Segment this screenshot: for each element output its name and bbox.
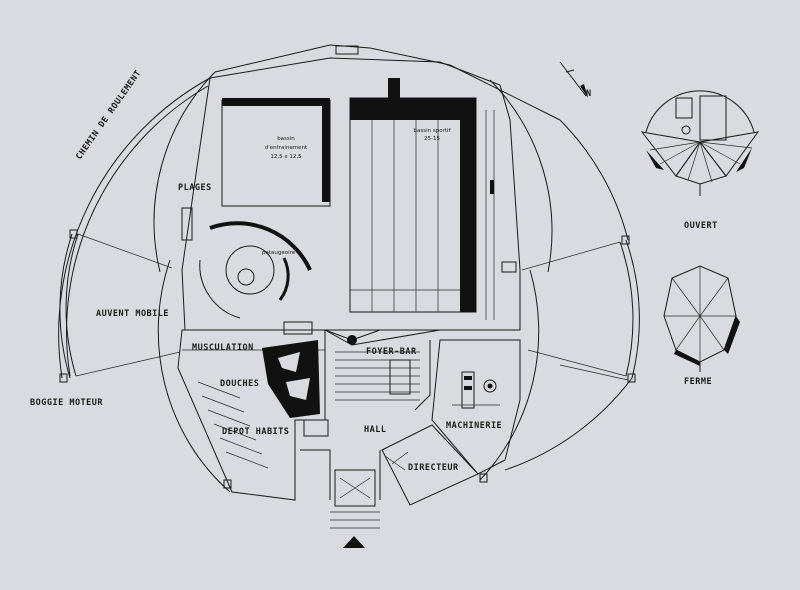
awning-label: AUVENT MOBILE [96, 309, 169, 319]
machinery-room [431, 339, 521, 475]
beach-detail [181, 207, 193, 241]
bogie-left [59, 373, 68, 383]
entrance [330, 469, 380, 548]
rolling-track-right [504, 377, 633, 471]
douches-label: DOUCHES [220, 379, 259, 389]
north-arrow-icon: N [559, 61, 592, 99]
training-pool-label: bassin [277, 136, 295, 142]
entrance-arrow-icon [343, 536, 365, 548]
rolling-track [58, 77, 211, 379]
rolling-track-label: CHEMIN DE ROULEMENT [74, 69, 143, 162]
central-stairs [324, 329, 441, 401]
depot-label: DEPOT HABITS [222, 427, 289, 437]
diagram-closed: FERME [663, 265, 740, 387]
beach-detail-2 [501, 261, 517, 273]
directeur-label: DIRECTEUR [408, 463, 459, 473]
kids-pool: pataugeoire [199, 221, 312, 319]
awning-right [625, 239, 640, 379]
building-envelope [157, 259, 231, 493]
awning-left [59, 233, 73, 379]
musculation-label: MUSCULATION [192, 343, 254, 353]
sport-pool: bassin sportif 25-15 [349, 78, 477, 313]
training-pool: bassin d'entrainement 12,5 x 12,5 [221, 98, 331, 207]
open-label: OUVERT [684, 221, 718, 231]
bogie-right [627, 373, 636, 383]
closed-label: FERME [684, 377, 712, 387]
diagram-open: OUVERT [640, 90, 760, 231]
north-label: N [586, 89, 592, 99]
hall-label: HALL [364, 425, 386, 435]
plages-label: PLAGES [178, 183, 212, 193]
track-detail [335, 45, 359, 55]
foyer-label: FOYER-BAR [366, 347, 417, 357]
main-hall-outline [181, 57, 521, 331]
bogie-label: BOGGIE MOTEUR [30, 398, 103, 408]
sport-pool-label: bassin sportif [414, 128, 452, 134]
director-office [381, 424, 479, 506]
kids-pool-label: pataugeoire [262, 250, 296, 256]
locker-zone [177, 329, 326, 501]
training-pool-label-2: d'entrainement [265, 145, 308, 151]
training-pool-dimensions: 12,5 x 12,5 [270, 154, 302, 160]
shower-block [262, 340, 320, 418]
sport-pool-dimensions: 25-15 [424, 136, 440, 142]
machinerie-label: MACHINERIE [446, 421, 502, 431]
